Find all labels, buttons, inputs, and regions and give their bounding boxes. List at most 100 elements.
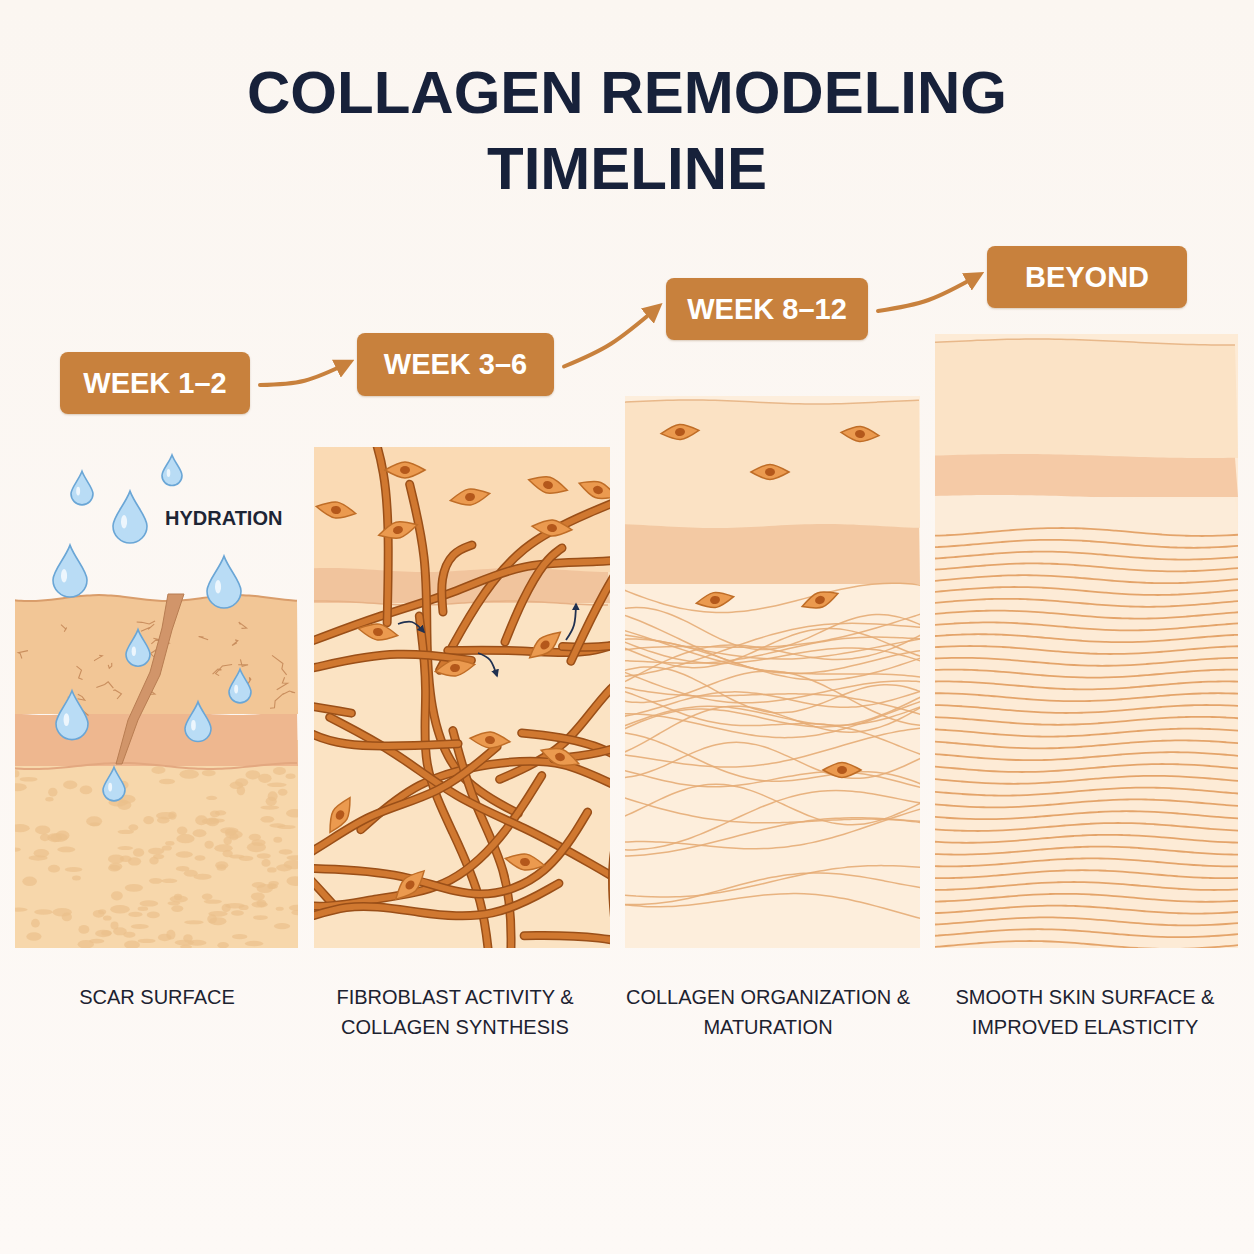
collagen-fiber	[625, 705, 920, 727]
dermis-texture	[159, 779, 175, 785]
dermis-texture	[48, 788, 57, 797]
cell-body	[390, 865, 430, 905]
dermis-texture	[22, 877, 37, 886]
collagen-fiber	[314, 883, 559, 924]
collagen-fiber	[935, 563, 1238, 571]
dermis-texture	[267, 783, 287, 788]
cell-nucleus	[592, 485, 604, 496]
band-edge	[15, 763, 297, 769]
collagen-fiber	[625, 732, 920, 785]
dermis-texture	[162, 878, 178, 883]
dermis-texture	[209, 917, 226, 925]
dermis-texture	[138, 907, 149, 911]
dermis-texture	[123, 932, 135, 938]
drop-shine	[61, 569, 67, 583]
dermis-texture	[253, 915, 268, 920]
fibroblast-cell	[531, 518, 572, 537]
fibroblast-cell	[751, 465, 789, 480]
dermis-texture	[195, 815, 207, 825]
dermis-texture	[143, 816, 154, 824]
skin-crack	[96, 682, 113, 688]
cell-body	[323, 794, 357, 837]
collagen-fiber	[935, 811, 1238, 819]
dermis-texture	[249, 834, 261, 841]
collagen-fiber	[625, 671, 920, 703]
dermis-texture	[111, 891, 123, 900]
collagen-fiber	[314, 547, 458, 746]
cell-body	[840, 425, 879, 443]
badge-text: WEEK 1–2	[83, 367, 226, 400]
skin-crack	[272, 655, 287, 675]
skin-crack	[137, 621, 155, 624]
water-drop	[103, 767, 125, 801]
collagen-fiber	[625, 700, 920, 737]
cell-body	[315, 499, 357, 522]
drop-body	[103, 767, 125, 801]
fibroblast-cell	[357, 621, 399, 644]
collagen-fiber	[935, 906, 1238, 914]
skin-surface	[15, 595, 297, 601]
cell-nucleus	[372, 627, 383, 637]
dermis-texture	[63, 780, 77, 789]
collagen-fiber	[935, 740, 1238, 748]
collagen-fiber	[935, 882, 1238, 890]
collagen-fiber-outline	[505, 548, 562, 642]
dermis-texture	[62, 913, 72, 922]
dermis-texture	[193, 829, 207, 837]
stage-caption: SMOOTH SKIN SURFACE & IMPROVED ELASTICIT…	[935, 982, 1235, 1042]
collagen-fiber	[935, 693, 1238, 701]
collagen-fiber-outline	[314, 883, 559, 924]
dermis-texture	[110, 905, 130, 914]
drop-shine	[191, 720, 196, 730]
dermis-texture	[176, 834, 194, 843]
collagen-fiber	[935, 752, 1238, 760]
dermis-texture	[103, 915, 112, 920]
collagen-fiber-outline	[314, 528, 351, 713]
cell-nucleus	[539, 639, 552, 652]
dermis-texture	[118, 830, 134, 834]
week-badge: WEEK 8–12	[666, 278, 868, 340]
dermis-texture	[179, 770, 198, 779]
dermis-texture	[72, 875, 81, 880]
cell-body	[800, 586, 841, 613]
motion-arrow	[478, 653, 497, 676]
collagen-fiber	[935, 894, 1238, 902]
dermis-texture	[50, 833, 68, 842]
motion-arrow	[566, 604, 576, 640]
dermis-texture	[15, 847, 21, 851]
dermis-texture	[193, 874, 211, 880]
cell-nucleus	[554, 752, 566, 763]
collagen-fiber	[571, 447, 610, 661]
dermis-texture	[78, 940, 94, 948]
dermis-texture	[209, 818, 225, 822]
dermis-texture	[202, 894, 213, 901]
cell-body	[695, 589, 735, 610]
cell-nucleus	[330, 505, 341, 515]
collagen-fiber	[935, 941, 1238, 948]
dermis-texture	[138, 939, 156, 943]
cell-body	[527, 472, 570, 498]
cell-nucleus	[449, 663, 460, 673]
fibroblast-cell	[434, 657, 476, 680]
band-edge	[314, 601, 608, 605]
dermis-texture	[206, 796, 217, 800]
collagen-fiber	[625, 706, 920, 754]
fibroblast-cell	[823, 763, 861, 778]
collagen-fiber	[935, 599, 1238, 607]
dermis-texture	[287, 855, 298, 860]
collagen-fiber	[935, 729, 1238, 737]
collagen-fiber	[935, 858, 1238, 866]
dermis-texture	[266, 797, 277, 806]
dermis-texture	[251, 892, 265, 900]
dermis-texture	[167, 901, 180, 905]
dermis-texture	[231, 910, 244, 916]
collagen-fiber	[935, 705, 1238, 713]
skin-crack	[108, 663, 112, 668]
cell-body	[469, 730, 510, 749]
cell-body	[434, 657, 476, 680]
dermis-texture	[29, 855, 48, 860]
dermis-texture	[267, 867, 277, 872]
cell-nucleus	[837, 766, 847, 774]
dermis-texture	[289, 905, 298, 911]
drop-shine	[108, 783, 112, 792]
